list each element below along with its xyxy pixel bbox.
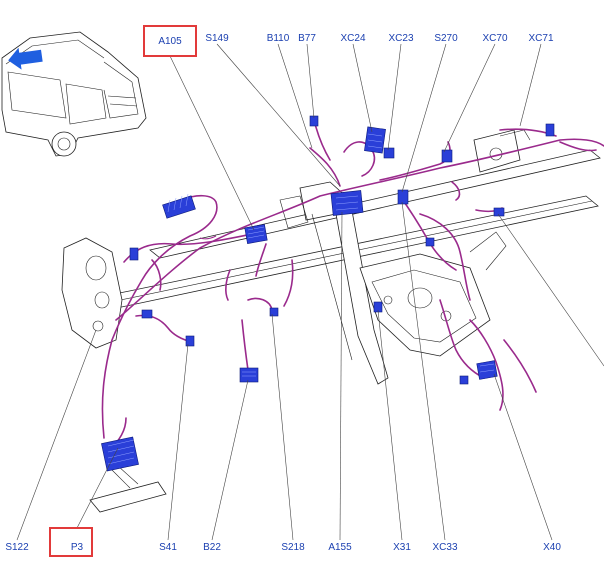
- callout-xc24: XC24: [340, 33, 365, 44]
- callout-x31: X31: [393, 542, 411, 553]
- connector-s122: [129, 247, 139, 261]
- connector-a155: [330, 190, 364, 216]
- pedal: [89, 465, 167, 513]
- connector-xc71: [545, 123, 555, 137]
- connector-upper-left: [162, 193, 196, 219]
- connector-mid: [425, 237, 435, 247]
- connector-x40: [476, 360, 498, 380]
- highlight-box-p3: [49, 527, 93, 557]
- connector-p3: [101, 436, 139, 472]
- connector-left-low: [141, 309, 153, 319]
- callout-b22: B22: [203, 542, 221, 553]
- callout-s149: S149: [205, 33, 229, 44]
- connector-s270: [441, 149, 453, 163]
- callouts-top: A105 S149 B110 B77 XC24 XC23 S270 XC70 X…: [158, 33, 554, 47]
- connector-b22: [239, 367, 259, 383]
- callout-xc23: XC23: [388, 33, 413, 44]
- callout-s270: S270: [434, 33, 458, 44]
- center-console-bracket: [359, 231, 507, 357]
- right-bracket: [473, 129, 531, 173]
- callout-xc70: XC70: [482, 33, 507, 44]
- callout-xc33: XC33: [432, 542, 457, 553]
- connectors: [101, 115, 555, 472]
- callout-b110: B110: [267, 33, 290, 44]
- vehicle-orientation-icon: [1, 31, 147, 157]
- connector-xc24: [364, 126, 386, 154]
- connector-xc70: [493, 207, 505, 217]
- wiring-harness: [101, 119, 604, 453]
- connector-xc33: [397, 189, 409, 205]
- callout-s41: S41: [159, 542, 177, 553]
- front-direction-arrow-icon: [8, 47, 43, 70]
- connector-s41: [185, 335, 195, 347]
- callout-b77: B77: [298, 33, 316, 44]
- connector-x40b: [459, 375, 469, 385]
- callout-a155: A155: [328, 542, 352, 553]
- highlight-box-a105: [143, 25, 197, 57]
- connector-s218: [269, 307, 279, 317]
- callouts-bottom: S122 P3 S41 B22 S218 A155 X31 XC33 X40: [5, 542, 561, 553]
- callout-p3: P3: [71, 542, 84, 553]
- left-bracket: [61, 237, 123, 349]
- callout-x40: X40: [543, 542, 561, 553]
- callout-a105: A105: [158, 36, 182, 47]
- callout-xc71: XC71: [528, 33, 553, 44]
- connector-a105: [244, 224, 268, 244]
- callout-s218: S218: [281, 542, 305, 553]
- leader-lines: [16, 43, 604, 541]
- connector-xc23: [383, 147, 395, 159]
- callout-s122: S122: [5, 542, 29, 553]
